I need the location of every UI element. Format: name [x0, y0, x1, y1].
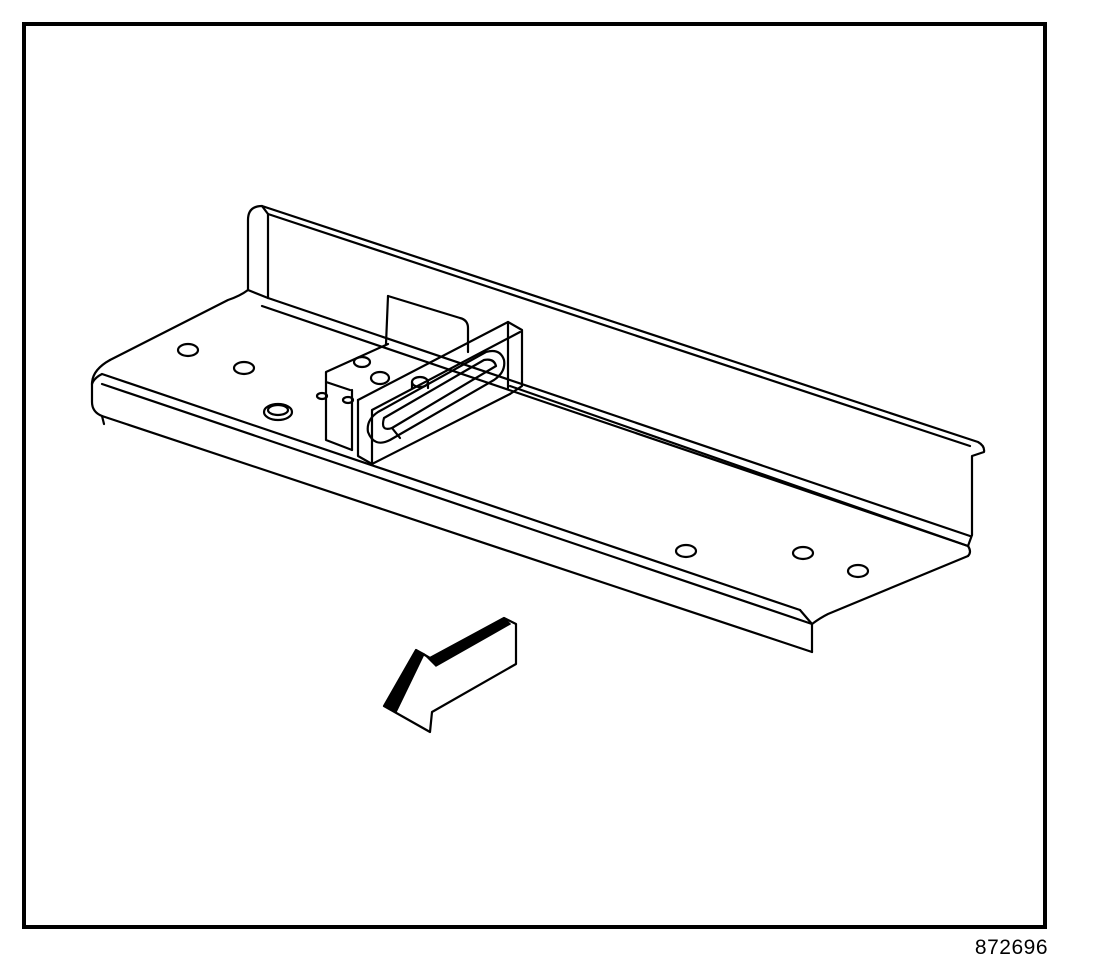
front-lip: [90, 372, 814, 626]
upper-bend: [108, 288, 972, 548]
floor-holes: [176, 342, 870, 579]
illustration-frame: [22, 22, 1047, 929]
floor-panel: [90, 358, 974, 654]
figure-reference-number: 872696: [974, 936, 1048, 959]
slotted-bracket: [356, 320, 524, 466]
bracket-bolt: [410, 375, 430, 390]
direction-arrow-icon: [382, 616, 518, 734]
slot-opening: [366, 349, 506, 444]
rear-flange: [246, 204, 986, 537]
